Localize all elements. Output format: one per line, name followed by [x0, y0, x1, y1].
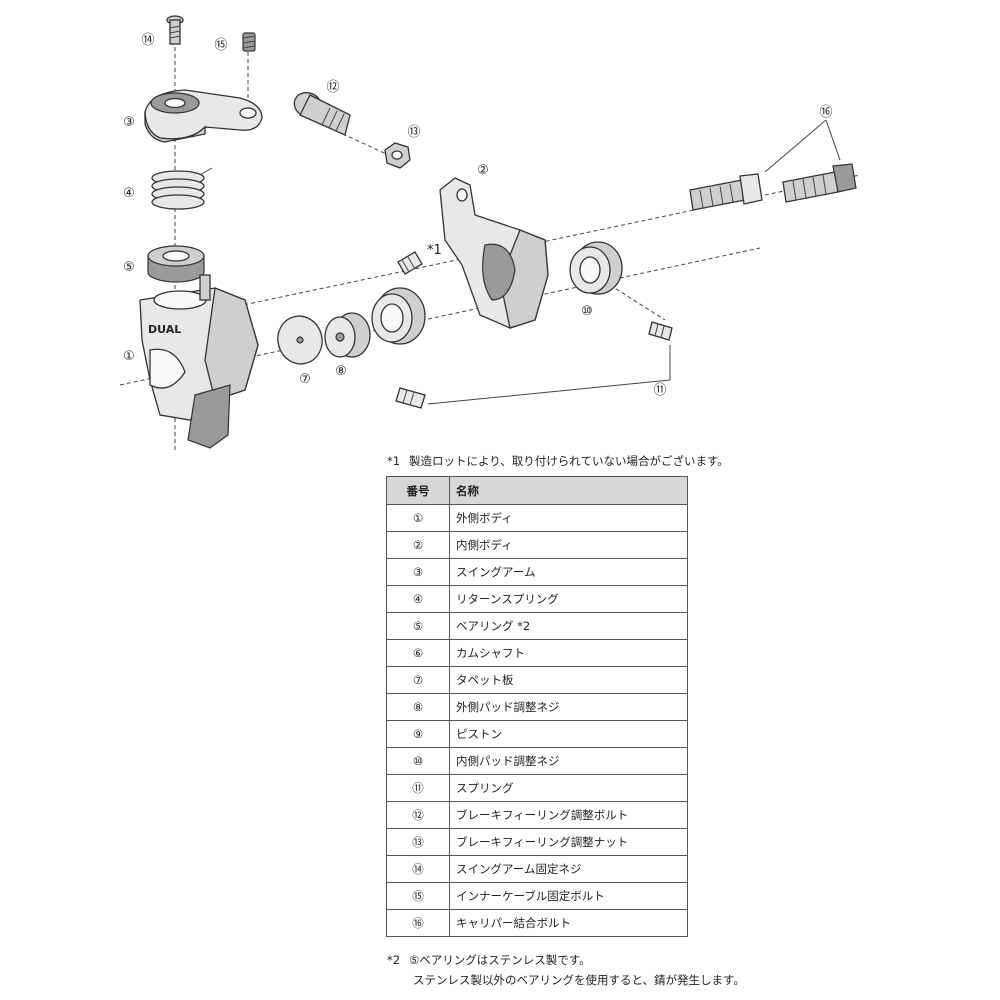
header-number: 番号: [386, 476, 450, 505]
part-name: ブレーキフィーリング調整ボルト: [449, 801, 688, 829]
part-number: ⑪: [386, 774, 450, 802]
callout-16: ⑯: [819, 105, 832, 120]
part-name: ブレーキフィーリング調整ナット: [449, 828, 688, 856]
feeling-adjust-bolt: [293, 91, 351, 136]
part-name: 外側パッド調整ネジ: [449, 693, 688, 721]
callout-7: ⑦: [299, 372, 311, 387]
note-lot: *1 製造ロットにより、取り付けられていない場合がございます。: [387, 453, 729, 469]
part-name: タペット板: [449, 666, 688, 694]
part-name: スイングアーム固定ネジ: [449, 855, 688, 883]
spring-11-a: [648, 321, 673, 341]
outer-pad-adjust-screw: [324, 312, 371, 358]
note-bearing: *2 ⑤ベアリングはステンレス製です。 ステンレス製以外のベアリングを使用すると、…: [387, 950, 745, 990]
part-name: 外側ボディ: [449, 504, 688, 532]
part-number: ⑭: [386, 855, 450, 883]
return-spring: [151, 167, 213, 210]
part-number: ③: [386, 558, 450, 586]
exploded-parts-diagram: .part { fill: #cfcfcf; stroke: #333; str…: [119, 15, 861, 450]
part-name: 内側ボディ: [449, 531, 688, 559]
body-logo: DUAL: [148, 323, 181, 336]
part-number: ⑨: [386, 720, 450, 748]
part-number: ⑯: [386, 909, 450, 937]
callout-8: ⑧: [335, 364, 347, 379]
part-number: ②: [386, 531, 450, 559]
part-number: ⑥: [386, 639, 450, 667]
feeling-adjust-nut: [384, 142, 411, 169]
callout-3: ③: [123, 115, 135, 130]
part-number: ⑫: [386, 801, 450, 829]
spring-note-mark: *1: [427, 243, 442, 258]
inner-pad-adjust-screw: [569, 241, 623, 295]
table-header-row: 番号 名称: [386, 476, 688, 505]
callout-1: ①: [123, 349, 135, 364]
note-bearing-mark: *2: [387, 953, 401, 967]
callout-15: ⑮: [214, 38, 227, 53]
outer-body: DUAL: [139, 274, 259, 449]
note-lot-mark: *1: [387, 454, 401, 468]
part-number: ⑤: [386, 612, 450, 640]
part-name: ベアリング *2: [449, 612, 688, 640]
part-name: インナーケーブル固定ボルト: [449, 882, 688, 910]
callout-2: ②: [477, 163, 489, 178]
inner-cable-bolt: [242, 32, 256, 52]
spring-11-b: [395, 387, 426, 409]
tappet-plate: [277, 315, 323, 365]
bearing: [147, 245, 205, 283]
part-name: キャリパー結合ボルト: [449, 909, 688, 937]
callout-13: ⑬: [407, 125, 420, 140]
part-number: ①: [386, 504, 450, 532]
note-bearing-line2: ステンレス製以外のベアリングを使用すると、錆が発生します。: [413, 973, 745, 987]
part-name: 内側パッド調整ネジ: [449, 747, 688, 775]
swing-arm-screw: [166, 15, 184, 45]
note-lot-text: 製造ロットにより、取り付けられていない場合がございます。: [409, 454, 729, 468]
part-number: ⑮: [386, 882, 450, 910]
part-name: スプリング: [449, 774, 688, 802]
part-number: ⑩: [386, 747, 450, 775]
part-name: スイングアーム: [449, 558, 688, 586]
callout-10: ⑩: [581, 304, 593, 319]
part-name: リターンスプリング: [449, 585, 688, 613]
caliper-joint-bolt-1: [689, 173, 763, 211]
header-name: 名称: [449, 476, 688, 505]
callout-11: ⑪: [653, 383, 666, 398]
piston: [371, 287, 426, 345]
callout-12: ⑫: [326, 80, 339, 95]
part-name: カムシャフト: [449, 639, 688, 667]
part-number: ⑬: [386, 828, 450, 856]
caliper-joint-bolt-2: [782, 163, 857, 203]
part-number: ⑧: [386, 693, 450, 721]
inner-body: [439, 177, 549, 329]
callout-4: ④: [123, 186, 135, 201]
part-number: ④: [386, 585, 450, 613]
callout-5: ⑤: [123, 260, 135, 275]
part-name: ピストン: [449, 720, 688, 748]
swing-arm: [144, 89, 263, 143]
part-number: ⑦: [386, 666, 450, 694]
callout-14: ⑭: [141, 33, 154, 48]
note-bearing-line1: ⑤ベアリングはステンレス製です。: [409, 953, 591, 967]
small-spring: [397, 251, 423, 275]
